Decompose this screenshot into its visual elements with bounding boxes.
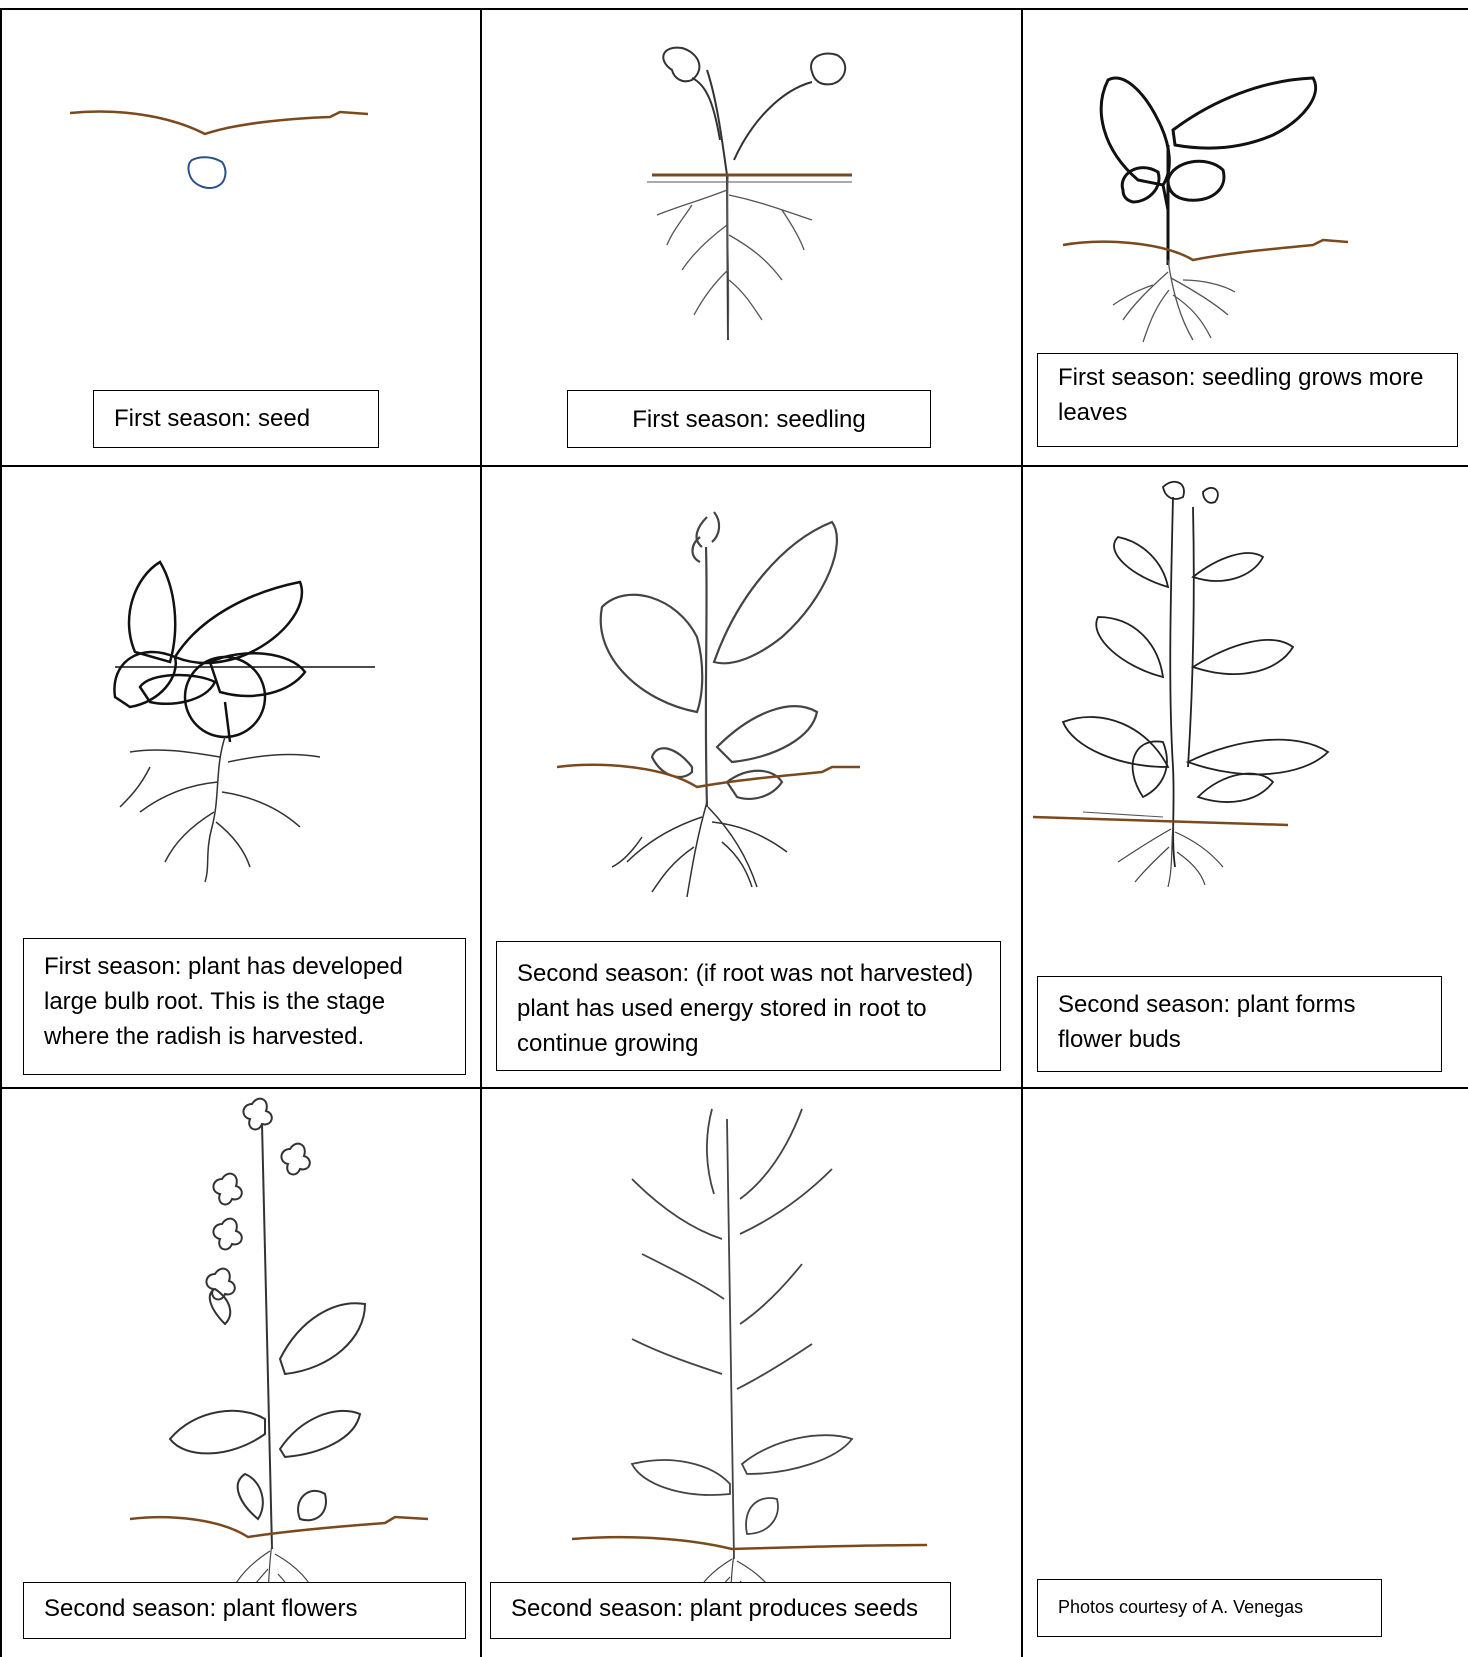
stage-seedling: First season: seedling: [482, 10, 1021, 465]
flower-3: [213, 1219, 241, 1250]
flower-5: [281, 1144, 309, 1175]
leaf-small-left: [1122, 168, 1159, 202]
leaf-mid-right: [1193, 640, 1293, 674]
caption-seed: First season: seed: [93, 390, 379, 448]
caption-credits: Photos courtesy of A. Venegas: [1037, 1579, 1382, 1637]
stage-continue-growing: Second season: (if root was not harveste…: [482, 467, 1021, 1087]
caption-more-leaves: First season: seedling grows more leaves: [1037, 353, 1458, 447]
leaf-small-right: [1168, 161, 1224, 200]
leaf-1: [129, 562, 175, 662]
leaf-low-left: [238, 1474, 263, 1519]
soil-line: [557, 765, 860, 787]
leaf-2: [175, 582, 302, 663]
caption-produces-seeds: Second season: plant produces seeds: [490, 1582, 951, 1639]
seed-icon: [188, 157, 225, 188]
leaf-upper-right: [280, 1303, 365, 1374]
soil-line: [572, 1537, 927, 1549]
stem: [262, 1124, 272, 1549]
leaf-upper-right: [1193, 553, 1263, 581]
seed-pod-6: [740, 1264, 802, 1324]
caption-flower-buds: Second season: plant forms flower buds: [1037, 976, 1442, 1072]
seed-pod-2: [740, 1109, 802, 1199]
seed-pod-8: [737, 1344, 812, 1389]
leaf-mid-right: [280, 1411, 360, 1457]
seed-pod-7: [632, 1339, 722, 1374]
leaf-low-center-right: [1198, 774, 1273, 802]
seed-pod-1: [707, 1109, 714, 1194]
seed-pod-5: [642, 1254, 724, 1299]
flower-1: [243, 1099, 271, 1130]
stage-flower-buds: Second season: plant forms flower buds: [1023, 467, 1468, 1087]
leaf-left-large: [601, 595, 703, 712]
stage-seed: First season: seed: [0, 10, 480, 465]
soil-line: [130, 1517, 428, 1537]
taproot: [205, 737, 225, 882]
caption-plant-flowers: Second season: plant flowers: [23, 1582, 466, 1639]
seedling-stem: [707, 70, 728, 340]
stage-plant-flowers: Second season: plant flowers: [0, 1089, 480, 1657]
stage-produces-seeds: Second season: plant produces seeds: [482, 1089, 1021, 1657]
main-stem: [1170, 497, 1175, 867]
leaf-upper-left: [1114, 537, 1168, 587]
leaf-low-right: [298, 1491, 326, 1520]
seed-pod-4: [740, 1169, 832, 1234]
leaf-right: [1173, 78, 1316, 148]
caption-continue-growing: Second season: (if root was not harveste…: [496, 941, 1001, 1071]
leaf-low-right: [1188, 740, 1328, 775]
seed-pod-3: [632, 1179, 722, 1239]
leaf-left: [170, 1411, 265, 1454]
leaf-low-center: [1133, 741, 1167, 797]
leaf-right-mid: [717, 706, 817, 762]
caption-seedling: First season: seedling: [567, 390, 931, 448]
plant-flowers-illustration: [0, 1089, 480, 1657]
bud-1: [1163, 482, 1184, 499]
leaf-low: [746, 1498, 778, 1534]
stage-credits: Photos courtesy of A. Venegas: [1023, 1089, 1468, 1657]
soil-line: [70, 112, 368, 134]
leaf-right-large: [714, 522, 837, 663]
cotyledon-right: [811, 54, 845, 85]
bud-2: [1203, 488, 1218, 503]
caption-bulb-root: First season: plant has developed large …: [23, 938, 466, 1075]
soil-line: [1063, 240, 1348, 260]
stem: [706, 547, 707, 807]
cotyledon-left: [663, 48, 699, 82]
produces-seeds-illustration: [482, 1089, 1021, 1657]
leaf-right: [742, 1435, 852, 1474]
leaf-left: [632, 1460, 730, 1495]
leaf-mid-left: [1096, 617, 1163, 677]
stage-bulb-root: First season: plant has developed large …: [0, 467, 480, 1087]
soil-line: [1033, 817, 1288, 825]
side-stem: [1188, 507, 1194, 767]
stage-more-leaves: First season: seedling grows more leaves: [1023, 10, 1468, 465]
leaf-right-small: [727, 771, 782, 799]
flower-2: [213, 1174, 241, 1205]
